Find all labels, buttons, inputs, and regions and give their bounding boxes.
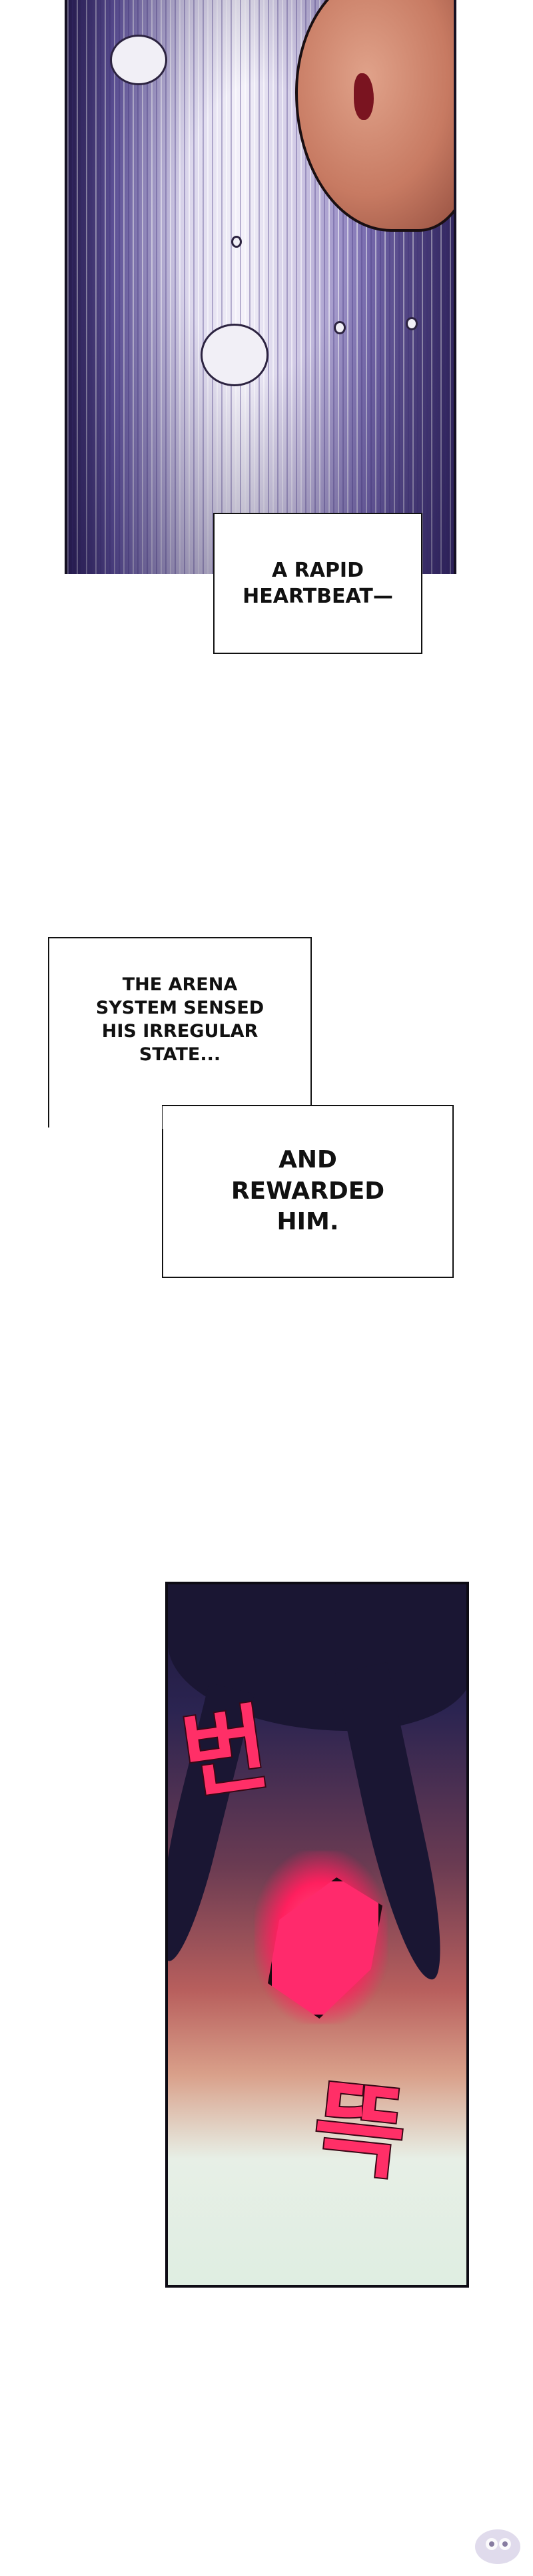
speed-lines-panel: [65, 0, 456, 574]
caption-box-sensed: THE ARENA SYSTEM SENSED HIS IRREGULAR ST…: [48, 937, 312, 1127]
caption-sensed-text: THE ARENA SYSTEM SENSED HIS IRREGULAR ST…: [95, 974, 265, 1066]
sweat-drop: [231, 236, 242, 248]
bleeding-wound: [354, 73, 374, 120]
sweat-drop: [334, 321, 346, 334]
caption-rewarded-text: AND REWARDED HIM.: [231, 1145, 385, 1236]
smoke-puff: [110, 35, 167, 85]
sfx-text-second: 뜩: [306, 2068, 412, 2195]
caption-heartbeat-text: A RAPID HEARTBEAT—: [243, 559, 393, 608]
site-watermark-logo: [475, 2529, 520, 2564]
sweat-drop: [406, 317, 418, 330]
smoke-puff: [201, 324, 268, 386]
caption-box-rewarded: AND REWARDED HIM.: [162, 1105, 454, 1278]
caption-box-heartbeat: A RAPID HEARTBEAT—: [213, 513, 422, 654]
caption-joint-mask: [163, 1106, 310, 1129]
glowing-eye-panel: 번 뜩: [165, 1582, 469, 2288]
